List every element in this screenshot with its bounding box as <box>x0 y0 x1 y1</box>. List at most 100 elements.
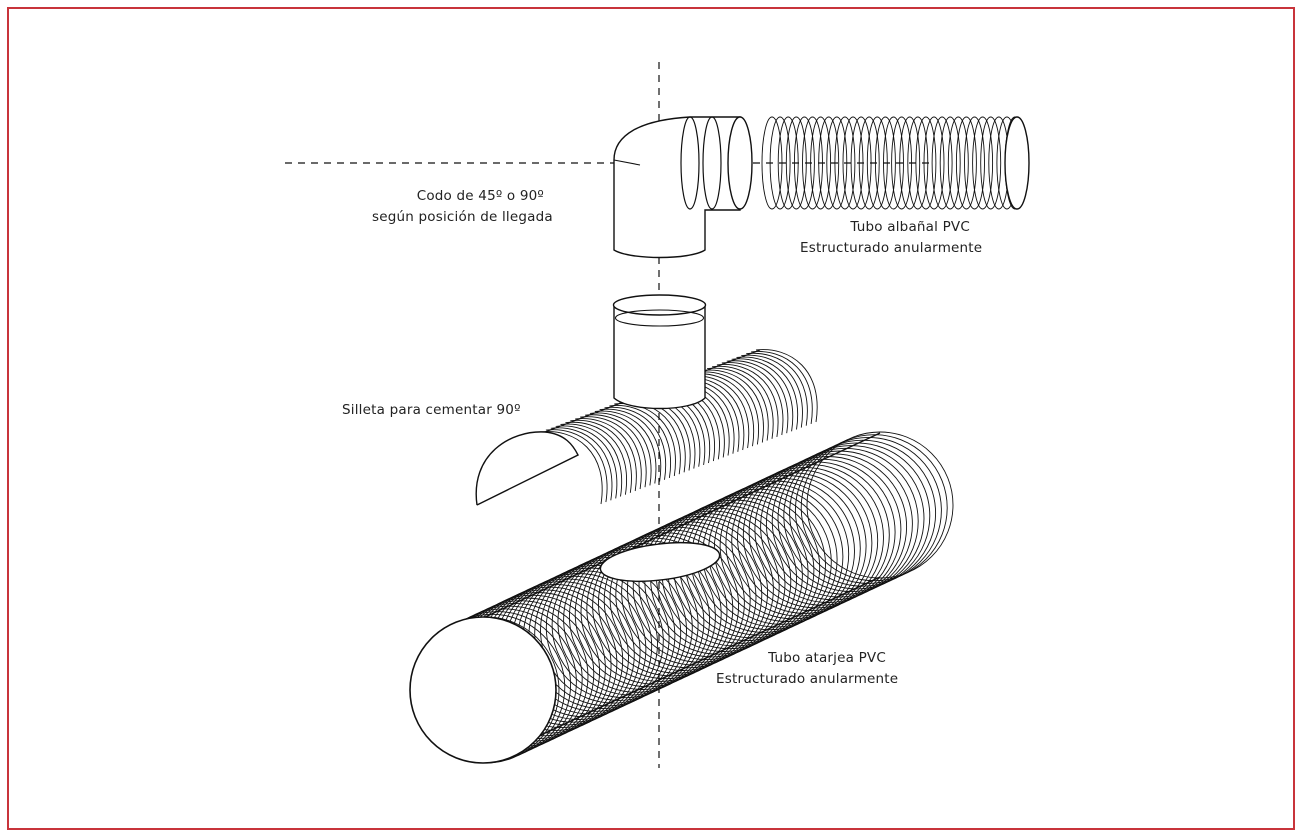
atarjea-pipe <box>409 431 954 764</box>
silleta-ring <box>604 406 667 480</box>
label-codo-line-2: según posición de llegada <box>372 209 553 225</box>
albanal-ring <box>802 116 823 210</box>
label-silleta-line-1: Silleta para cementar 90º <box>342 402 521 418</box>
albanal-ring <box>972 116 994 210</box>
atarjea-ring <box>783 442 931 590</box>
silleta-ring <box>624 399 686 473</box>
atarjea-ring <box>777 445 925 593</box>
atarjea-ring <box>765 450 913 598</box>
silleta-ring <box>721 362 784 436</box>
atarjea-pipe-hole <box>599 541 721 583</box>
atarjea-pipe-top-edge <box>482 432 881 619</box>
albanal-ring <box>793 116 815 210</box>
silleta-ring <box>560 423 623 497</box>
albanal-ring <box>874 116 896 210</box>
albanal-ring <box>810 116 832 210</box>
codo-elbow <box>613 116 753 259</box>
silleta-ring <box>711 365 774 439</box>
silleta-ring <box>716 364 779 437</box>
silleta-ring <box>746 352 808 426</box>
codo-elbow-outlet <box>727 116 753 210</box>
silleta-ring <box>550 427 613 501</box>
albanal-ring <box>777 116 799 210</box>
silleta-ring <box>697 371 759 445</box>
label-silleta: Silleta para cementar 90º <box>342 400 521 421</box>
albanal-ring <box>866 116 888 210</box>
atarjea-pipe-bottom-edge <box>482 576 881 763</box>
codo-elbow-collar-1 <box>680 116 700 210</box>
albanal-ring <box>842 116 864 210</box>
label-atarjea-line-1: Tubo atarjea PVC <box>768 650 886 666</box>
albanal-ring <box>891 116 913 210</box>
albanal-ring <box>947 116 969 210</box>
silleta-saddle <box>475 294 818 506</box>
atarjea-ring <box>737 464 884 612</box>
silleta-ring <box>751 351 813 424</box>
silleta-ring <box>599 408 662 482</box>
silleta-ring <box>707 367 769 441</box>
label-codo-line-1: Codo de 45º o 90º <box>416 188 544 204</box>
silleta-neck <box>613 305 706 410</box>
atarjea-ring <box>742 461 890 609</box>
atarjea-ring <box>800 434 948 582</box>
albanal-ring <box>955 116 977 210</box>
albanal-ring <box>907 116 929 210</box>
albanal-ring <box>899 116 921 210</box>
silleta-ring <box>584 414 647 488</box>
silleta-ring <box>570 419 632 493</box>
silleta-ring <box>755 349 818 423</box>
albanal-pipe <box>761 116 1030 210</box>
silleta-ring <box>540 431 603 505</box>
codo-elbow-body <box>613 116 741 259</box>
albanal-ring <box>834 116 856 210</box>
silleta-neck-rim-outer <box>612 294 707 316</box>
albanal-ring <box>964 116 985 210</box>
albanal-ring <box>923 116 945 210</box>
albanal-ring <box>850 116 872 210</box>
albanal-ring <box>858 116 880 210</box>
label-codo: Codo de 45º o 90º según posición de lleg… <box>372 186 553 228</box>
albanal-ring <box>931 116 953 210</box>
silleta-ring <box>545 429 608 503</box>
silleta-ring <box>609 405 671 478</box>
albanal-ring <box>769 116 791 210</box>
albanal-ring <box>761 116 783 210</box>
albanal-ring <box>883 116 904 210</box>
silleta-ring <box>575 418 637 492</box>
codo-elbow-collar-2 <box>702 116 722 210</box>
label-albanal-line-1: Tubo albañal PVC <box>850 219 970 235</box>
albanal-ring <box>980 116 1002 210</box>
atarjea-ring <box>806 431 954 579</box>
albanal-pipe-end-face <box>1004 116 1030 210</box>
silleta-ring <box>726 360 789 434</box>
silleta-ring <box>589 412 652 486</box>
atarjea-ring <box>789 439 937 587</box>
codo-elbow-inner-seam <box>613 159 641 166</box>
atarjea-ring <box>794 436 942 584</box>
silleta-ring <box>594 410 657 484</box>
silleta-front-arc <box>475 431 579 506</box>
silleta-ring <box>619 401 681 475</box>
albanal-pipe-rings <box>761 116 1026 210</box>
atarjea-ring <box>748 458 896 606</box>
albanal-ring <box>826 116 848 210</box>
label-albanal: Tubo albañal PVC Estructurado anularment… <box>800 217 983 259</box>
silleta-ring <box>555 425 618 499</box>
atarjea-ring <box>760 453 908 601</box>
albanal-ring <box>785 116 807 210</box>
silleta-ring <box>580 416 642 490</box>
silleta-neck-rim-inner <box>614 309 705 327</box>
silleta-ring <box>731 358 794 432</box>
albanal-ring <box>915 116 937 210</box>
albanal-ring <box>818 116 840 210</box>
label-atarjea-line-2: Estructurado anularmente <box>716 671 899 687</box>
silleta-ring <box>702 369 764 443</box>
silleta-ring <box>736 356 799 430</box>
label-albanal-line-2: Estructurado anularmente <box>800 240 983 256</box>
label-atarjea: Tubo atarjea PVC Estructurado anularment… <box>716 648 899 690</box>
silleta-ring <box>741 354 803 428</box>
atarjea-pipe-end-face <box>409 616 557 764</box>
albanal-ring <box>939 116 961 210</box>
atarjea-ring <box>771 447 919 595</box>
